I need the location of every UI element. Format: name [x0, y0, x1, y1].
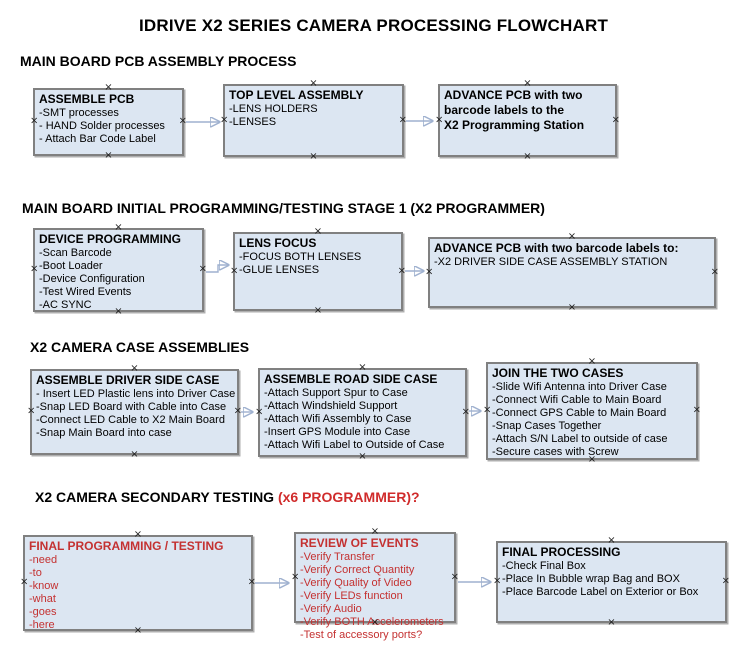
box-line: -LENS HOLDERS: [229, 103, 318, 115]
arrow-device-to-lensfocus: [206, 265, 228, 273]
box-line: -Verify BOTH Accelerometers: [300, 616, 444, 628]
section-heading-initial-programming: MAIN BOARD INITIAL PROGRAMMING/TESTING S…: [22, 200, 545, 216]
section-heading-case-assemblies: X2 CAMERA CASE ASSEMBLIES: [30, 339, 250, 355]
box-title: FINAL PROGRAMMING / TESTING: [29, 539, 224, 553]
box-line: -Snap Cases Together: [492, 420, 602, 432]
box-title: TOP LEVEL ASSEMBLY: [229, 88, 364, 102]
box-join-the-two-cases: JOIN THE TWO CASES -Slide Wifi Antenna i…: [483, 357, 701, 465]
box-line: -X2 DRIVER SIDE CASE ASSEMBLY STATION: [434, 256, 668, 268]
box-line: -Verify Audio: [300, 603, 362, 615]
box-lines: -Slide Wifi Antenna into Driver Case-Con…: [492, 381, 692, 459]
box-lines: -LENS HOLDERS-LENSES: [229, 103, 398, 129]
box-line: X2 Programming Station: [444, 118, 585, 132]
box-line: -Connect LED Cable to X2 Main Board: [36, 414, 225, 426]
box-line: -Device Configuration: [39, 273, 145, 285]
box-line: -Attach S/N Label to outside of case: [492, 433, 668, 445]
page-title: IDRIVE X2 SERIES CAMERA PROCESSING FLOWC…: [138, 16, 609, 35]
box-top-level-assembly: TOP LEVEL ASSEMBLY -LENS HOLDERS-LENSES …: [220, 79, 407, 162]
box-lines: -Verify Transfer-Verify Correct Quantity…: [300, 551, 450, 642]
box-advance-pcb-assembly-station: ADVANCE PCB with two barcode labels to: …: [425, 232, 719, 313]
box-lens-focus: LENS FOCUS -FOCUS BOTH LENSES-GLUE LENSE…: [230, 227, 406, 316]
box-line: -FOCUS BOTH LENSES: [239, 251, 362, 263]
box-line: -Place Barcode Label on Exterior or Box: [502, 586, 699, 598]
box-lines: -Attach Support Spur to Case-Attach Wind…: [264, 387, 461, 452]
box-title: ADVANCE PCB with two: [444, 88, 583, 102]
box-line: -goes: [29, 606, 57, 618]
box-line: -Verify Quality of Video: [300, 577, 412, 589]
box-assemble-road-side-case: ASSEMBLE ROAD SIDE CASE -Attach Support …: [255, 363, 470, 462]
box-line: -LENSES: [229, 116, 277, 128]
box-lines: barcode labels to the X2 Programming Sta…: [444, 103, 611, 133]
box-title: FINAL PROCESSING: [502, 545, 621, 559]
heading-red-part: (x6 PROGRAMMER)?: [274, 489, 420, 505]
box-device-programming: DEVICE PROGRAMMING -Scan Barcode-Boot Lo…: [30, 223, 207, 317]
box-line: -Slide Wifi Antenna into Driver Case: [492, 381, 667, 393]
box-line: -Attach Wifi Label to Outside of Case: [264, 439, 445, 451]
section-heading-secondary-testing: X2 CAMERA SECONDARY TESTING (x6 PROGRAMM…: [35, 489, 420, 505]
box-title: ASSEMBLE DRIVER SIDE CASE: [36, 373, 220, 387]
box-title: JOIN THE TWO CASES: [492, 366, 624, 380]
box-line: barcode labels to the: [444, 103, 565, 117]
box-line: -Verify Transfer: [300, 551, 375, 563]
box-line: -Attach Wifi Assembly to Case: [264, 413, 412, 425]
box-line: -Connect Wifi Cable to Main Board: [492, 394, 662, 406]
box-lines: - Insert LED Plastic lens into Driver Ca…: [36, 388, 236, 440]
box-title: ASSEMBLE PCB: [39, 92, 135, 106]
box-lines: -X2 DRIVER SIDE CASE ASSEMBLY STATION: [434, 256, 710, 269]
box-line: -Attach Windshield Support: [264, 400, 398, 412]
box-line: -need: [29, 554, 58, 566]
box-line: -what: [29, 593, 56, 605]
box-lines: -need-to-know-what-goes-here: [29, 554, 247, 632]
box-lines: -FOCUS BOTH LENSES-GLUE LENSES: [239, 251, 397, 277]
box-line: -GLUE LENSES: [239, 264, 320, 276]
box-line: -Scan Barcode: [39, 247, 112, 259]
box-line: -Boot Loader: [39, 260, 103, 272]
box-line: -SMT processes: [39, 107, 119, 119]
box-line: -Test Wired Events: [39, 286, 132, 298]
box-line: -Connect GPS Cable to Main Board: [492, 407, 667, 419]
box-title: DEVICE PROGRAMMING: [39, 232, 182, 246]
box-line: -Test of accessory ports?: [300, 629, 423, 641]
box-final-programming-testing: FINAL PROGRAMMING / TESTING -need-to-kno…: [20, 530, 256, 636]
box-title: REVIEW OF EVENTS: [300, 536, 419, 550]
box-lines: -Check Final Box-Place In Bubble wrap Ba…: [502, 560, 721, 599]
box-line: -Verify LEDs function: [300, 590, 403, 602]
box-line: -Check Final Box: [502, 560, 586, 572]
box-line: - Insert LED Plastic lens into Driver Ca…: [36, 388, 236, 400]
box-line: - Attach Bar Code Label: [39, 133, 156, 145]
section-heading-pcb-assembly: MAIN BOARD PCB ASSEMBLY PROCESS: [20, 53, 297, 69]
box-line: -Secure cases with Screw: [492, 446, 619, 458]
box-line: -know: [29, 580, 59, 592]
box-assemble-pcb: ASSEMBLE PCB -SMT processes- HAND Solder…: [30, 83, 187, 161]
box-advance-pcb-programming-station: ADVANCE PCB with two barcode labels to t…: [435, 79, 620, 162]
box-line: -Verify Correct Quantity: [300, 564, 415, 576]
box-title: ASSEMBLE ROAD SIDE CASE: [264, 372, 438, 386]
box-lines: -SMT processes- HAND Solder processes- A…: [39, 107, 178, 146]
box-review-of-events: REVIEW OF EVENTS -Verify Transfer-Verify…: [291, 527, 459, 642]
box-title: LENS FOCUS: [239, 236, 317, 250]
box-lines: -Scan Barcode-Boot Loader-Device Configu…: [39, 247, 198, 312]
box-assemble-driver-side-case: ASSEMBLE DRIVER SIDE CASE - Insert LED P…: [27, 364, 242, 460]
box-line: -Attach Support Spur to Case: [264, 387, 408, 399]
box-line: -here: [29, 619, 55, 631]
heading-black-part: X2 CAMERA SECONDARY TESTING: [35, 489, 275, 505]
box-line: -Snap Main Board into case: [36, 427, 172, 439]
box-line: -Place In Bubble wrap Bag and BOX: [502, 573, 680, 585]
box-line: -Insert GPS Module into Case: [264, 426, 411, 438]
box-line: -AC SYNC: [39, 299, 92, 311]
box-final-processing: FINAL PROCESSING -Check Final Box-Place …: [493, 536, 730, 628]
box-title: ADVANCE PCB with two barcode labels to:: [434, 241, 679, 255]
box-line: -Snap LED Board with Cable into Case: [36, 401, 227, 413]
box-line: -to: [29, 567, 42, 579]
box-line: - HAND Solder processes: [39, 120, 165, 132]
